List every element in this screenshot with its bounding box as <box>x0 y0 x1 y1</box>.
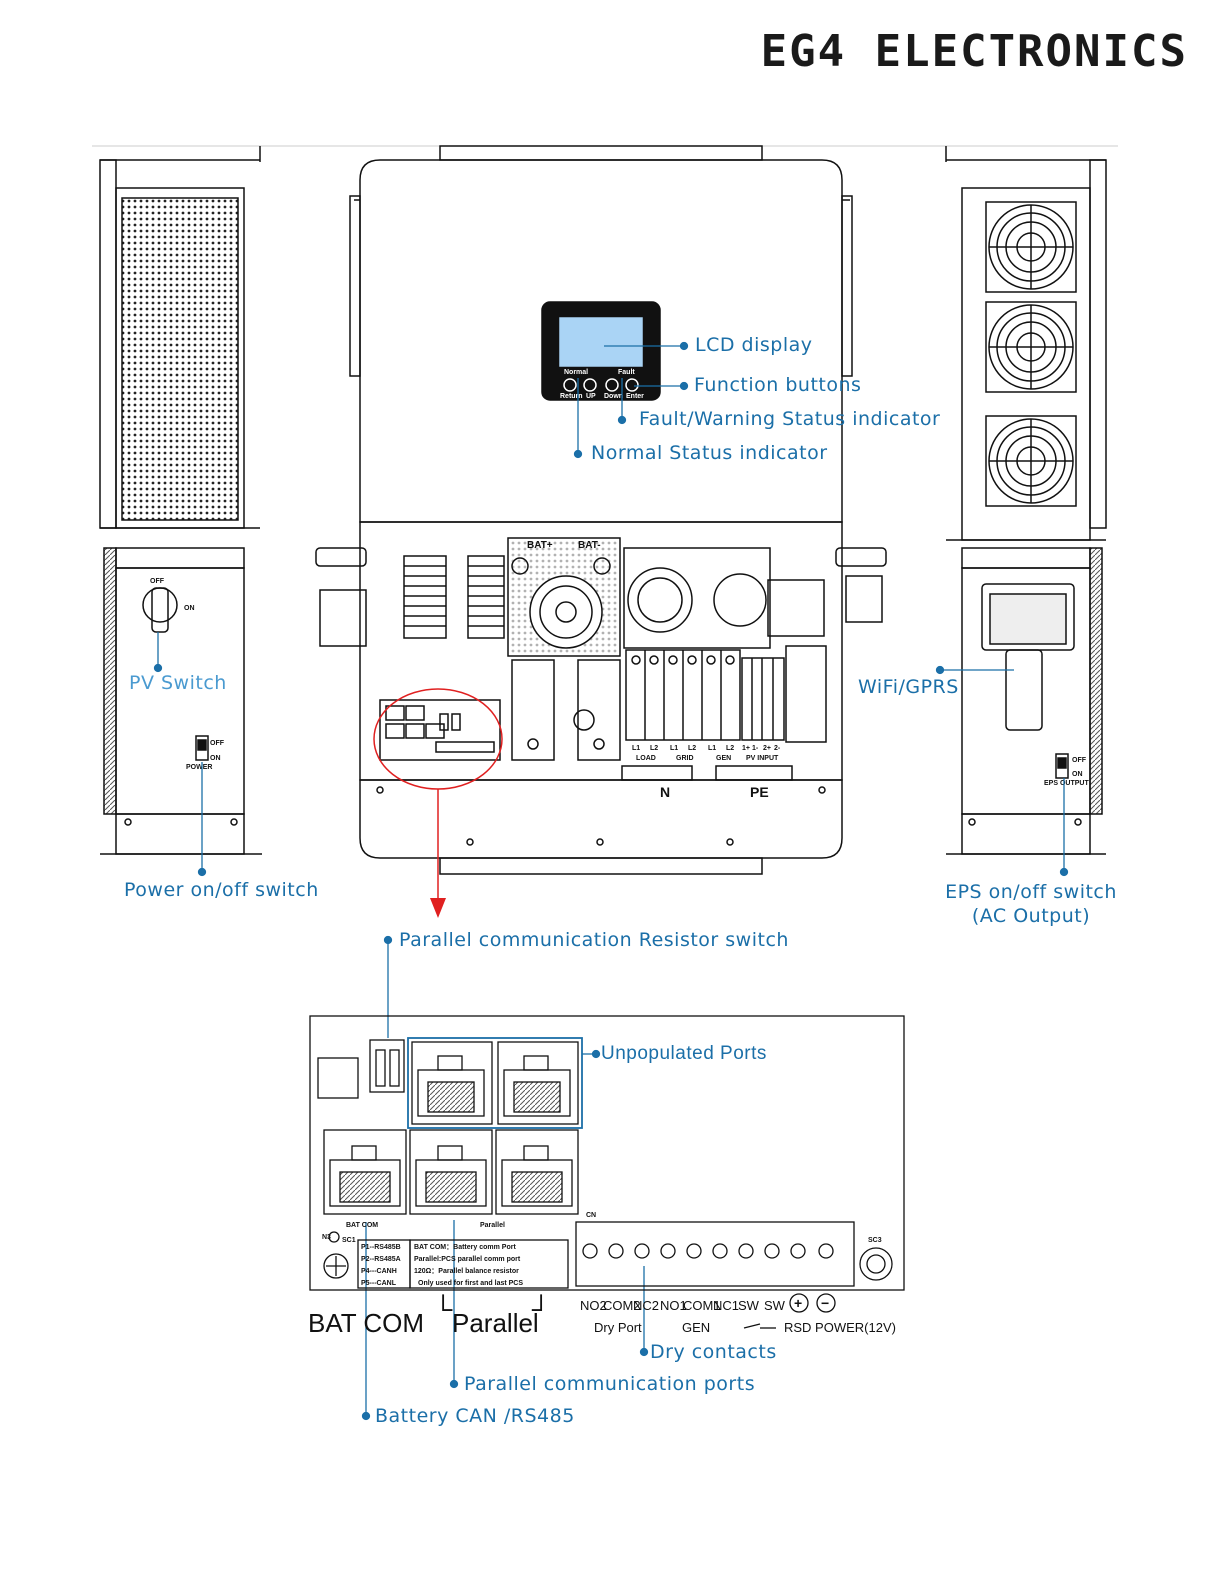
note-row: 120Ω：Parallel balance resistor <box>414 1268 519 1275</box>
comm-board-detail <box>309 1015 905 1329</box>
comm-port-highlight <box>373 688 503 790</box>
brand-logo: EG4 ELECTRONICS <box>760 26 1188 77</box>
dry-term-label: SW <box>764 1298 786 1313</box>
dry-term-label: NC1 <box>713 1298 739 1313</box>
n3-label: N3 <box>322 1234 331 1241</box>
pv-off-label: OFF <box>150 578 165 585</box>
power-off-label: OFF <box>210 740 225 747</box>
battery-can-callout: Battery CAN /RS485 <box>375 1405 575 1427</box>
note-row: Parallel:PCS parallel comm port <box>414 1256 521 1263</box>
pin-row: P1--RS485B <box>361 1244 401 1251</box>
pe-bus-label: PE <box>750 784 769 800</box>
cooling-fan-2 <box>985 301 1077 393</box>
terminal-label: L1 <box>708 745 716 752</box>
gen-group-label: GEN <box>682 1320 710 1335</box>
function-buttons-callout: Function buttons <box>694 374 862 396</box>
fault-indicator-callout: Fault/Warning Status indicator <box>639 408 941 430</box>
eps-on-label: ON <box>1072 771 1083 778</box>
callout-leaders <box>153 341 1069 1421</box>
dry-term-label: COM2 <box>603 1298 641 1313</box>
enter-button-label: Enter <box>626 393 644 400</box>
eps-switch-callout-sub: (AC Output) <box>971 905 1091 927</box>
pin-table: P1--RS485B P2--RS485A P4---CANH P5---CAN… <box>361 1244 523 1287</box>
eps-switch-callout: EPS on/off switch <box>945 881 1117 903</box>
pv-input-group-label: PV INPUT <box>746 755 779 762</box>
sc3-label: SC3 <box>868 1237 882 1244</box>
unpopulated-port-2 <box>497 1041 579 1125</box>
arrow-down-icon <box>430 898 446 918</box>
terminal-label: 1- <box>752 745 759 752</box>
note-row: BAT COM：Battery comm Port <box>414 1244 516 1251</box>
parallel-small-label: Parallel <box>480 1222 505 1229</box>
terminal-labels: L1 L2 L1 L2 L1 L2 1+ 1- 2+ 2- LOAD GRID … <box>632 745 781 762</box>
terminal-label: L2 <box>650 745 658 752</box>
dry-term-label: NO2 <box>580 1298 607 1313</box>
cooling-fan-1 <box>985 201 1077 293</box>
power-label: POWER <box>186 764 212 771</box>
dry-contact-terminal-labels: NO2 COM2 NC2 NO1 COM1 NC1 SW SW + − Dry … <box>580 1295 896 1335</box>
load-group-label: LOAD <box>636 755 656 762</box>
terminal-label: L2 <box>726 745 734 752</box>
eps-off-label: OFF <box>1072 757 1087 764</box>
return-button-label: Return <box>560 393 583 400</box>
bat-plus-label: BAT+ <box>527 540 553 551</box>
parallel-large-label: Parallel <box>452 1308 539 1338</box>
normal-led-label: Normal <box>564 369 588 376</box>
bat-minus-label: BAT- <box>578 540 601 551</box>
cn-label: CN <box>586 1212 596 1219</box>
unpopulated-ports-callout: Unpopulated Ports <box>601 1043 767 1064</box>
terminal-label: 2- <box>774 745 781 752</box>
left-side-view <box>99 146 262 855</box>
terminal-label: L1 <box>632 745 640 752</box>
parallel-bracket-left-icon: └ <box>434 1294 453 1324</box>
pin-row: P2--RS485A <box>361 1256 401 1263</box>
unpopulated-port-1 <box>411 1041 493 1125</box>
dry-term-label: COM1 <box>683 1298 721 1313</box>
dry-term-label: SW <box>738 1298 760 1313</box>
power-on-label: ON <box>210 755 221 762</box>
dry-term-label: NO1 <box>660 1298 687 1313</box>
neutral-bus-label: N <box>660 784 670 800</box>
right-side-view <box>945 146 1107 855</box>
parallel-port-1 <box>409 1129 493 1215</box>
wifi-gprs-callout: WiFi/GPRS <box>858 676 959 698</box>
bat-com-large-label: BAT COM <box>308 1308 424 1338</box>
minus-icon: − <box>821 1295 829 1311</box>
bat-com-small-label: BAT COM <box>346 1222 378 1229</box>
up-button-label: UP <box>586 393 596 400</box>
parallel-port-2 <box>495 1129 579 1215</box>
terminal-label: 2+ <box>763 745 771 752</box>
down-button-label: Down <box>604 393 623 400</box>
note-row: Only used for first and last PCS <box>418 1280 523 1287</box>
front-view <box>315 145 887 875</box>
pv-switch-callout: PV Switch <box>129 672 227 694</box>
grid-group-label: GRID <box>676 755 694 762</box>
parallel-resistor-callout: Parallel communication Resistor switch <box>399 929 789 951</box>
power-switch-callout: Power on/off switch <box>124 879 319 901</box>
terminal-label: L2 <box>688 745 696 752</box>
gen-group-label: GEN <box>716 755 731 762</box>
sc1-label: SC1 <box>342 1237 356 1244</box>
parallel-bracket-right-icon: ┘ <box>531 1294 550 1324</box>
lcd-display-callout: LCD display <box>695 334 813 356</box>
terminal-label: L1 <box>670 745 678 752</box>
dry-term-label: NC2 <box>633 1298 659 1313</box>
eps-output-label: EPS OUTPUT <box>1044 780 1089 787</box>
pin-row: P4---CANH <box>361 1268 397 1275</box>
bat-com-port <box>323 1129 407 1215</box>
parallel-ports-callout: Parallel communication ports <box>464 1373 756 1395</box>
fault-led-label: Fault <box>618 369 635 376</box>
rsd-power-group-label: RSD POWER(12V) <box>784 1320 896 1335</box>
cooling-fan-3 <box>985 415 1077 507</box>
dry-contacts-callout: Dry contacts <box>650 1341 777 1363</box>
pin-row: P5---CANL <box>361 1280 397 1287</box>
dry-port-group-label: Dry Port <box>594 1320 642 1335</box>
normal-indicator-callout: Normal Status indicator <box>591 442 828 464</box>
plus-icon: + <box>794 1295 802 1311</box>
terminal-label: 1+ <box>742 745 750 752</box>
pv-on-label: ON <box>184 605 195 612</box>
